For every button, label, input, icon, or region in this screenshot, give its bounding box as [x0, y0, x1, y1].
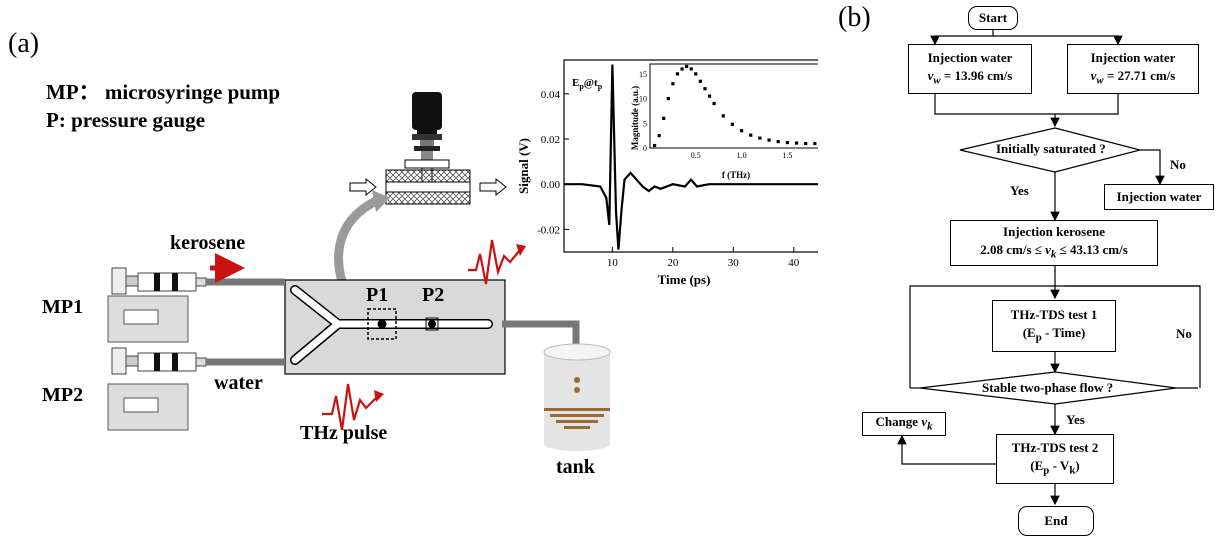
tank-icon	[543, 343, 611, 451]
mp1-label: MP1	[42, 296, 84, 318]
inset-y-axis-label: Magnitude (a.u.)	[630, 86, 640, 150]
y-tick-label: -0.02	[537, 224, 560, 236]
x-axis-label: Time (ps)	[658, 272, 711, 287]
inset-y-tick-label: 10	[639, 95, 647, 104]
inset-point	[794, 141, 799, 145]
thz-pulse-in-icon	[322, 383, 379, 431]
inset-point	[662, 116, 666, 120]
end-node: End	[1018, 506, 1094, 536]
inset-point	[712, 101, 716, 106]
y-tick-label: 0.02	[541, 134, 560, 146]
apparatus-diagram	[107, 92, 611, 451]
x-tick-label: 10	[607, 257, 619, 269]
inset-point	[749, 133, 753, 137]
p2-sensor	[428, 320, 436, 328]
inset-point	[707, 94, 712, 98]
inset-y-tick-label: 0	[643, 144, 647, 153]
inset-x-tick-label: 1.5	[782, 151, 792, 160]
inset-frame	[649, 63, 818, 149]
inset-point	[813, 141, 817, 146]
panel-b-label: (b)	[838, 2, 871, 33]
inset-point	[680, 67, 684, 71]
inset-point	[666, 96, 670, 101]
start-node: Start	[968, 6, 1018, 30]
p2-box	[425, 317, 439, 331]
inject-water-box-1: Injection water vw = 13.96 cm/s	[908, 44, 1032, 94]
zoom-arrow-head	[372, 190, 390, 212]
inset-y-tick-label: 15	[639, 70, 647, 79]
inset-point	[785, 140, 789, 145]
inject-water-box-2: Injection water vw = 27.71 cm/s	[1067, 44, 1199, 94]
pump-mp1	[107, 267, 285, 343]
panel-a-label: (a)	[8, 28, 40, 59]
inset-point	[721, 114, 725, 118]
inset-point	[804, 141, 808, 146]
signal-plot: 0.04 0.02 0.00 -0.02 10 20 30 40 0 5 10 15 0.5 1.0 1.…	[518, 59, 818, 287]
inset-point	[758, 136, 762, 140]
inset-point	[767, 138, 771, 142]
p1-dashed-box	[367, 308, 397, 340]
inject-kerosene-box: Injection kerosene 2.08 cm/s ≤ vk ≤ 43.1…	[950, 220, 1158, 266]
inset-point	[675, 72, 680, 76]
inset-y-tick-label: 5	[643, 119, 647, 128]
thz-pulse-out-icon	[468, 239, 521, 285]
legend-mp: MP： microsyringe pump	[46, 80, 281, 104]
camera-icon	[412, 92, 442, 161]
inset-point	[685, 64, 689, 69]
yes-label-1: Yes	[1010, 183, 1029, 198]
flowchart-connectors	[897, 29, 1201, 506]
inset-x-axis-label: f (THz)	[722, 170, 750, 180]
no-label-2: No	[1176, 326, 1192, 341]
pump-mp2	[107, 347, 285, 431]
inset-point	[652, 143, 657, 148]
thz-pulse-label: THz pulse	[300, 422, 388, 444]
mp2-label: MP2	[42, 384, 84, 406]
p2-label: P2	[422, 284, 445, 306]
inset-point	[703, 87, 707, 91]
inset-point	[694, 72, 698, 76]
kerosene-label: kerosene	[170, 232, 246, 254]
change-vk-box: Change vk	[862, 412, 946, 436]
injection-water-side-box: Injection water	[1104, 184, 1214, 210]
inset-x-tick-label: 1.0	[737, 151, 747, 160]
inset-point	[671, 82, 675, 86]
water-label: water	[214, 372, 263, 394]
inset-point	[776, 139, 780, 144]
x-tick-label: 40	[788, 257, 800, 269]
signal-series-line	[564, 64, 818, 250]
legend-p: P: pressure gauge	[46, 108, 206, 132]
x-tick-label: 20	[667, 257, 679, 269]
stable-flow-decision: Stable two-phase flow ?	[982, 380, 1114, 395]
inset-x-tick-label: 0.5	[691, 151, 701, 160]
y-tick-label: 0.00	[541, 179, 561, 191]
tank-label: tank	[556, 456, 595, 478]
inset-point	[730, 122, 735, 126]
inset-point	[657, 134, 661, 138]
p1-label: P1	[366, 284, 389, 306]
inset-point	[739, 129, 744, 133]
y-tick-label: 0.04	[541, 89, 561, 101]
thz-test-1-box: THz-TDS test 1 (Ep - Time)	[992, 300, 1116, 352]
initially-saturated-decision: Initially saturated ?	[996, 141, 1106, 156]
thz-test-2-box: THz-TDS test 2 (Ep - Vk)	[996, 434, 1114, 484]
inset-point	[689, 67, 693, 71]
pressure-gauge-detail	[349, 159, 507, 205]
p1-sensor	[377, 319, 387, 329]
y-axis-label: Signal (V)	[518, 138, 531, 194]
peak-annotation: Ep@tp	[572, 77, 603, 91]
plot-frame	[563, 59, 818, 253]
yes-label-2: Yes	[1066, 412, 1085, 427]
x-tick-label: 30	[728, 257, 740, 269]
no-label-1: No	[1170, 157, 1186, 172]
inset-point	[698, 79, 702, 83]
